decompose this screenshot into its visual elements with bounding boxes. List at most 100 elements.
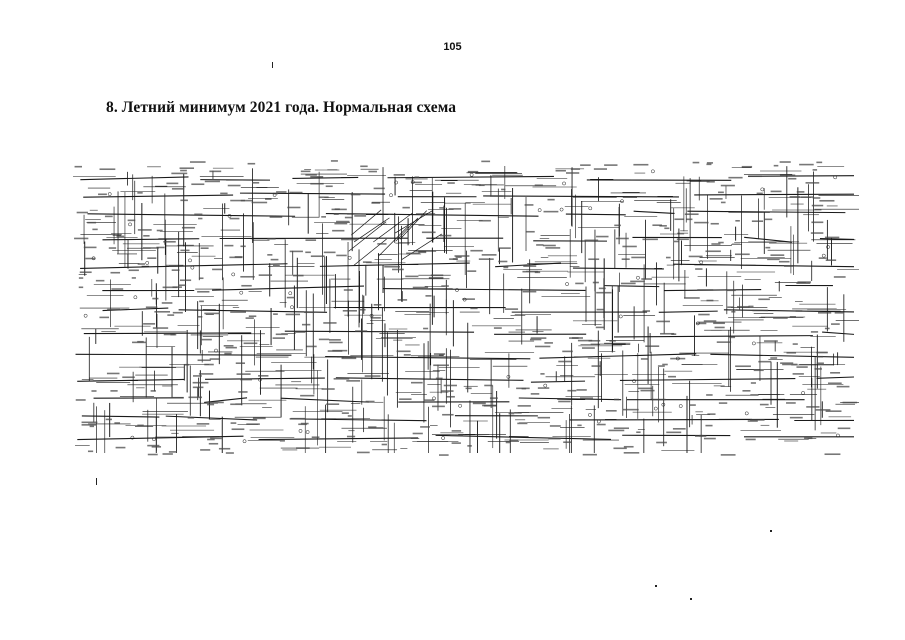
schematic-label-mark <box>451 430 462 432</box>
schematic-label-mark <box>91 390 97 392</box>
schematic-node <box>618 314 623 319</box>
schematic-label-mark <box>674 218 685 221</box>
schematic-label-mark <box>143 235 150 237</box>
schematic-label-mark <box>240 275 255 278</box>
schematic-label-mark <box>825 410 842 412</box>
schematic-label-mark <box>621 258 630 260</box>
schematic-label-mark <box>636 431 641 434</box>
schematic-label-mark <box>815 409 831 411</box>
schematic-label-mark <box>373 304 382 306</box>
schematic-label-mark <box>481 160 491 163</box>
schematic-label-mark <box>442 413 454 416</box>
schematic-label-mark <box>393 174 405 176</box>
schematic-label-mark <box>613 398 620 401</box>
schematic-label-mark <box>152 297 159 300</box>
schematic-line <box>80 263 288 269</box>
schematic-label-mark <box>341 238 357 241</box>
schematic-label-mark <box>79 271 92 274</box>
schematic-label-mark <box>373 187 385 190</box>
schematic-label-mark <box>300 422 309 425</box>
schematic-label-mark <box>467 445 472 447</box>
schematic-label-mark <box>706 394 713 396</box>
schematic-label-mark <box>720 454 736 456</box>
schematic-label-mark <box>598 287 606 290</box>
schematic-line <box>435 434 611 441</box>
schematic-label-mark <box>789 416 803 419</box>
schematic-label-mark <box>198 373 214 375</box>
schematic-label-mark <box>246 423 260 425</box>
schematic-line <box>87 213 296 217</box>
schematic-label-mark <box>633 163 649 166</box>
schematic-label-mark <box>377 243 387 245</box>
schematic-label-mark <box>462 298 475 300</box>
schematic-label-mark <box>248 315 257 318</box>
schematic-label-mark <box>336 254 347 257</box>
schematic-label-mark <box>745 438 756 441</box>
schematic-label-mark <box>695 268 703 270</box>
schematic-label-mark <box>448 208 462 210</box>
schematic-label-mark <box>805 182 820 184</box>
schematic-node <box>678 404 683 408</box>
schematic-label-mark <box>212 268 223 271</box>
schematic-label-mark <box>622 408 639 411</box>
schematic-line <box>378 226 408 256</box>
schematic-label-mark <box>435 377 443 380</box>
schematic-line <box>204 397 248 403</box>
schematic-label-mark <box>720 184 735 187</box>
schematic-label-mark <box>764 218 773 221</box>
schematic-label-mark <box>592 281 599 284</box>
schematic-label-mark <box>630 280 645 283</box>
schematic-label-mark <box>545 247 561 249</box>
schematic-label-mark <box>356 451 370 454</box>
schematic-label-mark <box>234 256 243 258</box>
schematic-label-mark <box>517 422 528 425</box>
schematic-label-mark <box>245 317 254 319</box>
schematic-label-mark <box>346 380 361 382</box>
schematic-label-mark <box>508 412 515 415</box>
schematic-label-mark <box>368 427 384 429</box>
schematic-node <box>347 255 352 260</box>
schematic-label-mark <box>713 322 725 325</box>
schematic-label-mark <box>748 305 754 308</box>
schematic-label-mark <box>172 311 183 314</box>
schematic-label-mark <box>524 204 534 206</box>
schematic-label-mark <box>788 177 797 180</box>
schematic-label-mark <box>111 288 124 290</box>
schematic-label-mark <box>668 375 676 378</box>
schematic-label-mark <box>718 191 724 194</box>
schematic-label-mark <box>665 256 671 259</box>
schematic-label-mark <box>258 375 269 377</box>
schematic-label-mark <box>536 244 544 246</box>
schematic-label-mark <box>218 447 231 450</box>
schematic-node <box>543 383 548 388</box>
schematic-label-mark <box>670 357 686 360</box>
schematic-label-mark <box>399 398 412 400</box>
schematic-label-mark <box>355 330 368 332</box>
schematic-label-mark <box>683 297 700 299</box>
schematic-line <box>822 331 855 335</box>
schematic-label-mark <box>204 312 220 315</box>
schematic-label-mark <box>197 315 203 318</box>
schematic-label-mark <box>623 445 634 448</box>
schematic-label-mark <box>231 428 245 431</box>
schematic-label-mark <box>467 270 477 272</box>
schematic-label-mark <box>137 424 144 427</box>
schematic-label-mark <box>439 454 449 456</box>
schematic-node <box>91 256 96 261</box>
schematic-label-mark <box>673 240 679 243</box>
schematic-label-mark <box>718 241 724 244</box>
schematic-label-mark <box>780 362 794 364</box>
schematic-label-mark <box>651 398 666 401</box>
schematic-label-mark <box>716 341 732 343</box>
schematic-label-mark <box>414 176 420 178</box>
schematic-node <box>214 348 218 353</box>
schematic-label-mark <box>318 196 329 199</box>
schematic-label-mark <box>92 228 98 231</box>
schematic-label-mark <box>549 425 561 427</box>
schematic-label-mark <box>770 357 778 359</box>
schematic-label-mark <box>703 437 716 440</box>
schematic-node <box>133 295 138 300</box>
schematic-label-mark <box>156 229 163 232</box>
schematic-label-mark <box>714 326 725 329</box>
schematic-line <box>205 377 325 380</box>
